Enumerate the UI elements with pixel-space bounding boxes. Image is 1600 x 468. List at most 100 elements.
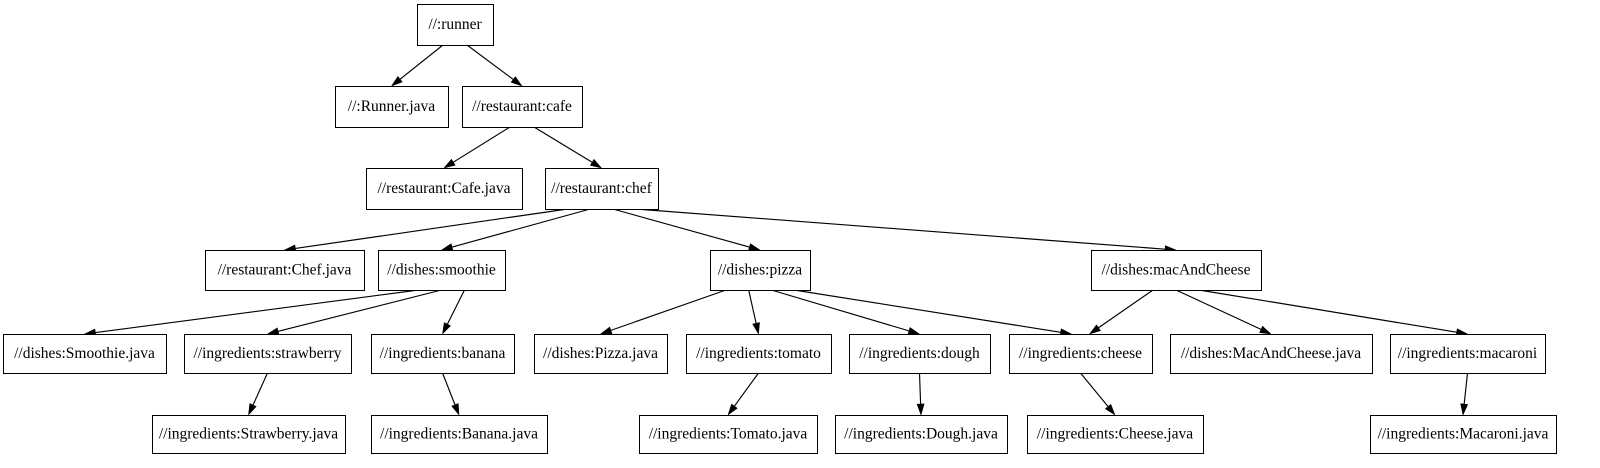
- edge-line: [612, 208, 750, 248]
- graph-edge-dishes_mac-to-ing_macaroni: [1198, 289, 1469, 337]
- edge-line: [918, 372, 922, 405]
- node-box[interactable]: [184, 334, 352, 374]
- nodes-layer: //:runner //:Runner.java //restaurant:cafe…: [3, 4, 1557, 454]
- graph-node-runner[interactable]: //:runner: [417, 4, 494, 46]
- node-box[interactable]: [545, 168, 659, 210]
- edge-line: [252, 372, 269, 406]
- edge-line: [610, 289, 727, 331]
- node-box[interactable]: [849, 334, 991, 374]
- graph-edge-restaurant_chef-to-dishes_pizza: [612, 208, 761, 251]
- node-box[interactable]: [1027, 415, 1204, 454]
- graph-node-tomato_java[interactable]: //ingredients:Tomato.java: [639, 415, 818, 454]
- edge-line: [295, 208, 568, 249]
- graph-edge-restaurant_cafe-to-cafe_java: [443, 126, 511, 169]
- graph-node-runner_java[interactable]: //:Runner.java: [335, 86, 449, 128]
- edge-line: [1098, 289, 1154, 329]
- edge-arrowhead: [1259, 325, 1272, 335]
- node-box[interactable]: [3, 334, 167, 374]
- node-box[interactable]: [1009, 334, 1153, 374]
- edge-line: [533, 126, 593, 163]
- edge-line: [1463, 372, 1469, 405]
- graph-node-strawberry_java[interactable]: //ingredients:Strawberry.java: [152, 415, 346, 454]
- graph-edge-ing_dough-to-dough_java: [916, 372, 925, 416]
- edge-arrowhead: [599, 326, 613, 335]
- edge-arrowhead: [1104, 403, 1116, 416]
- graph-node-mac_java[interactable]: //dishes:MacAndCheese.java: [1170, 334, 1373, 374]
- edge-arrowhead: [248, 403, 257, 416]
- edge-line: [793, 289, 1061, 333]
- edge-line: [446, 289, 466, 325]
- graph-node-dishes_smoothie[interactable]: //dishes:smoothie: [378, 250, 506, 291]
- graph-edge-ing_macaroni-to-macaroni_java: [1460, 372, 1469, 416]
- node-box[interactable]: [417, 4, 494, 46]
- edge-arrowhead: [727, 403, 738, 416]
- node-box[interactable]: [534, 334, 668, 374]
- graph-edge-dishes_mac-to-ing_cheese: [1088, 289, 1154, 335]
- node-box[interactable]: [335, 86, 449, 128]
- node-box[interactable]: [1370, 415, 1557, 454]
- graph-node-dough_java[interactable]: //ingredients:Dough.java: [835, 415, 1008, 454]
- graph-node-banana_java[interactable]: //ingredients:Banana.java: [371, 415, 548, 454]
- node-box[interactable]: [152, 415, 346, 454]
- graph-edge-dishes_pizza-to-ing_cheese: [793, 289, 1073, 337]
- edge-line: [635, 208, 1166, 250]
- node-box[interactable]: [1170, 334, 1373, 374]
- node-box[interactable]: [1390, 334, 1546, 374]
- edge-arrowhead: [443, 158, 456, 169]
- graph-node-ing_strawberry[interactable]: //ingredients:strawberry: [184, 334, 352, 374]
- edge-line: [95, 289, 419, 334]
- node-box[interactable]: [366, 168, 523, 210]
- graph-edge-restaurant_chef-to-chef_java: [283, 208, 568, 253]
- graph-node-macaroni_java[interactable]: //ingredients:Macaroni.java: [1370, 415, 1557, 454]
- graph-edge-dishes_pizza-to-ing_dough: [771, 289, 921, 335]
- node-box[interactable]: [371, 415, 548, 454]
- graph-node-dishes_mac[interactable]: //dishes:macAndCheese: [1091, 250, 1262, 291]
- graph-node-cheese_java[interactable]: //ingredients:Cheese.java: [1027, 415, 1204, 454]
- graph-node-smoothie_java[interactable]: //dishes:Smoothie.java: [3, 334, 167, 374]
- edges-layer: [83, 44, 1469, 416]
- graph-edge-dishes_smoothie-to-ing_banana: [442, 289, 466, 335]
- graph-edge-dishes_pizza-to-ing_tomato: [748, 289, 760, 335]
- graph-edge-dishes_smoothie-to-smoothie_java: [83, 289, 419, 337]
- graph-node-dishes_pizza[interactable]: //dishes:pizza: [710, 250, 811, 291]
- node-box[interactable]: [686, 334, 832, 374]
- edge-line: [451, 208, 591, 248]
- graph-edge-ing_strawberry-to-strawberry_java: [248, 372, 269, 416]
- edge-line: [1175, 289, 1262, 330]
- graph-edge-restaurant_chef-to-dishes_mac: [635, 208, 1177, 254]
- edge-line: [1198, 289, 1457, 333]
- edge-arrowhead: [916, 403, 925, 416]
- node-box[interactable]: [205, 250, 365, 291]
- graph-edge-dishes_smoothie-to-ing_strawberry: [266, 289, 442, 336]
- graph-edge-restaurant_chef-to-dishes_smoothie: [440, 208, 591, 251]
- edge-arrowhead: [266, 327, 280, 336]
- graph-node-ing_tomato[interactable]: //ingredients:tomato: [686, 334, 832, 374]
- node-box[interactable]: [371, 334, 515, 374]
- node-box[interactable]: [835, 415, 1008, 454]
- node-box[interactable]: [1091, 250, 1262, 291]
- edge-line: [771, 289, 910, 332]
- graph-node-ing_dough[interactable]: //ingredients:dough: [849, 334, 991, 374]
- graph-node-ing_macaroni[interactable]: //ingredients:macaroni: [1390, 334, 1546, 374]
- node-box[interactable]: [639, 415, 818, 454]
- node-box[interactable]: [710, 250, 811, 291]
- edge-line: [441, 372, 456, 405]
- edge-line: [466, 44, 514, 80]
- graph-node-chef_java[interactable]: //restaurant:Chef.java: [205, 250, 365, 291]
- graph-node-restaurant_cafe[interactable]: //restaurant:cafe: [462, 86, 583, 128]
- edge-arrowhead: [1088, 324, 1101, 335]
- graph-node-ing_banana[interactable]: //ingredients:banana: [371, 334, 515, 374]
- node-box[interactable]: [378, 250, 506, 291]
- node-box[interactable]: [462, 86, 583, 128]
- graph-edge-dishes_pizza-to-pizza_java: [599, 289, 727, 335]
- graph-edge-dishes_mac-to-mac_java: [1175, 289, 1272, 335]
- graph-node-ing_cheese[interactable]: //ingredients:cheese: [1009, 334, 1153, 374]
- graph-node-cafe_java[interactable]: //restaurant:Cafe.java: [366, 168, 523, 210]
- edge-arrowhead: [442, 322, 452, 335]
- graph-node-pizza_java[interactable]: //dishes:Pizza.java: [534, 334, 668, 374]
- edge-arrowhead: [510, 76, 523, 87]
- graph-edge-runner-to-runner_java: [390, 44, 444, 87]
- edge-line: [1080, 372, 1109, 407]
- graph-node-restaurant_chef[interactable]: //restaurant:chef: [545, 168, 659, 210]
